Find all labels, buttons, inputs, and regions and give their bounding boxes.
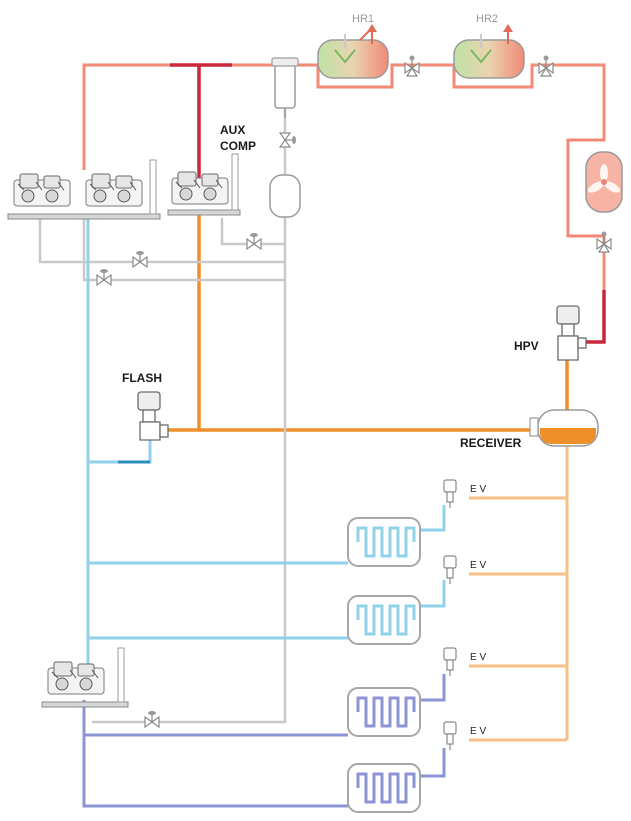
heat-recovery-exchanger-2[interactable]: [453, 24, 525, 79]
liquid-receiver[interactable]: [529, 409, 599, 447]
ev-label-3: E V: [470, 652, 486, 663]
expansion-valve-4[interactable]: [443, 721, 457, 751]
liquid-distribution-line: [469, 446, 569, 742]
flash-label: FLASH: [122, 371, 162, 385]
flash-gas-valve[interactable]: [137, 391, 169, 441]
aux-compressor[interactable]: [167, 153, 241, 216]
bypass-valve-2[interactable]: [96, 268, 112, 286]
lt-evaporator-1[interactable]: [347, 687, 421, 737]
aux-comp-label-2: COMP: [220, 139, 256, 153]
fan-icon: [587, 164, 621, 193]
mt-evaporator-2[interactable]: [347, 595, 421, 645]
expansion-valve-1[interactable]: [443, 479, 457, 509]
ev-label-1: E V: [470, 484, 486, 495]
oil-separator[interactable]: [271, 57, 299, 118]
hr2-three-way-valve[interactable]: [538, 54, 554, 77]
hpv-label: HPV: [514, 339, 539, 353]
ev-label-4: E V: [470, 726, 486, 737]
expansion-valve-3[interactable]: [443, 647, 457, 677]
expansion-valve-2[interactable]: [443, 555, 457, 585]
hot-gas-line: [170, 63, 606, 344]
medium-pressure-line: [168, 214, 569, 432]
hr2-label: HR2: [476, 13, 498, 25]
oil-reservoir[interactable]: [269, 174, 301, 218]
lt-compressor-rack[interactable]: [41, 647, 129, 708]
bypass-valve-3[interactable]: [246, 232, 262, 250]
gas-cooler-discharge-line: [82, 63, 606, 290]
high-pressure-valve[interactable]: [556, 305, 587, 361]
receiver-label: RECEIVER: [460, 436, 522, 450]
aux-comp-label-1: AUX: [220, 123, 245, 137]
low-temp-suction-line: [82, 674, 446, 808]
mt-evaporator-1[interactable]: [347, 517, 421, 567]
lt-bypass-valve[interactable]: [144, 710, 160, 728]
hr1-three-way-valve[interactable]: [404, 54, 420, 77]
lt-evaporator-2[interactable]: [347, 763, 421, 813]
medium-temp-suction-line: [86, 218, 446, 680]
heat-recovery-exchanger-1[interactable]: [317, 24, 389, 79]
mt-compressor-rack[interactable]: [7, 159, 161, 220]
bypass-line: [38, 74, 287, 724]
oil-line-valve[interactable]: [279, 132, 297, 148]
gas-cooler[interactable]: [585, 151, 623, 213]
hr1-label: HR1: [352, 13, 374, 25]
ev-label-2: E V: [470, 560, 486, 571]
bypass-valve-1[interactable]: [132, 250, 148, 268]
